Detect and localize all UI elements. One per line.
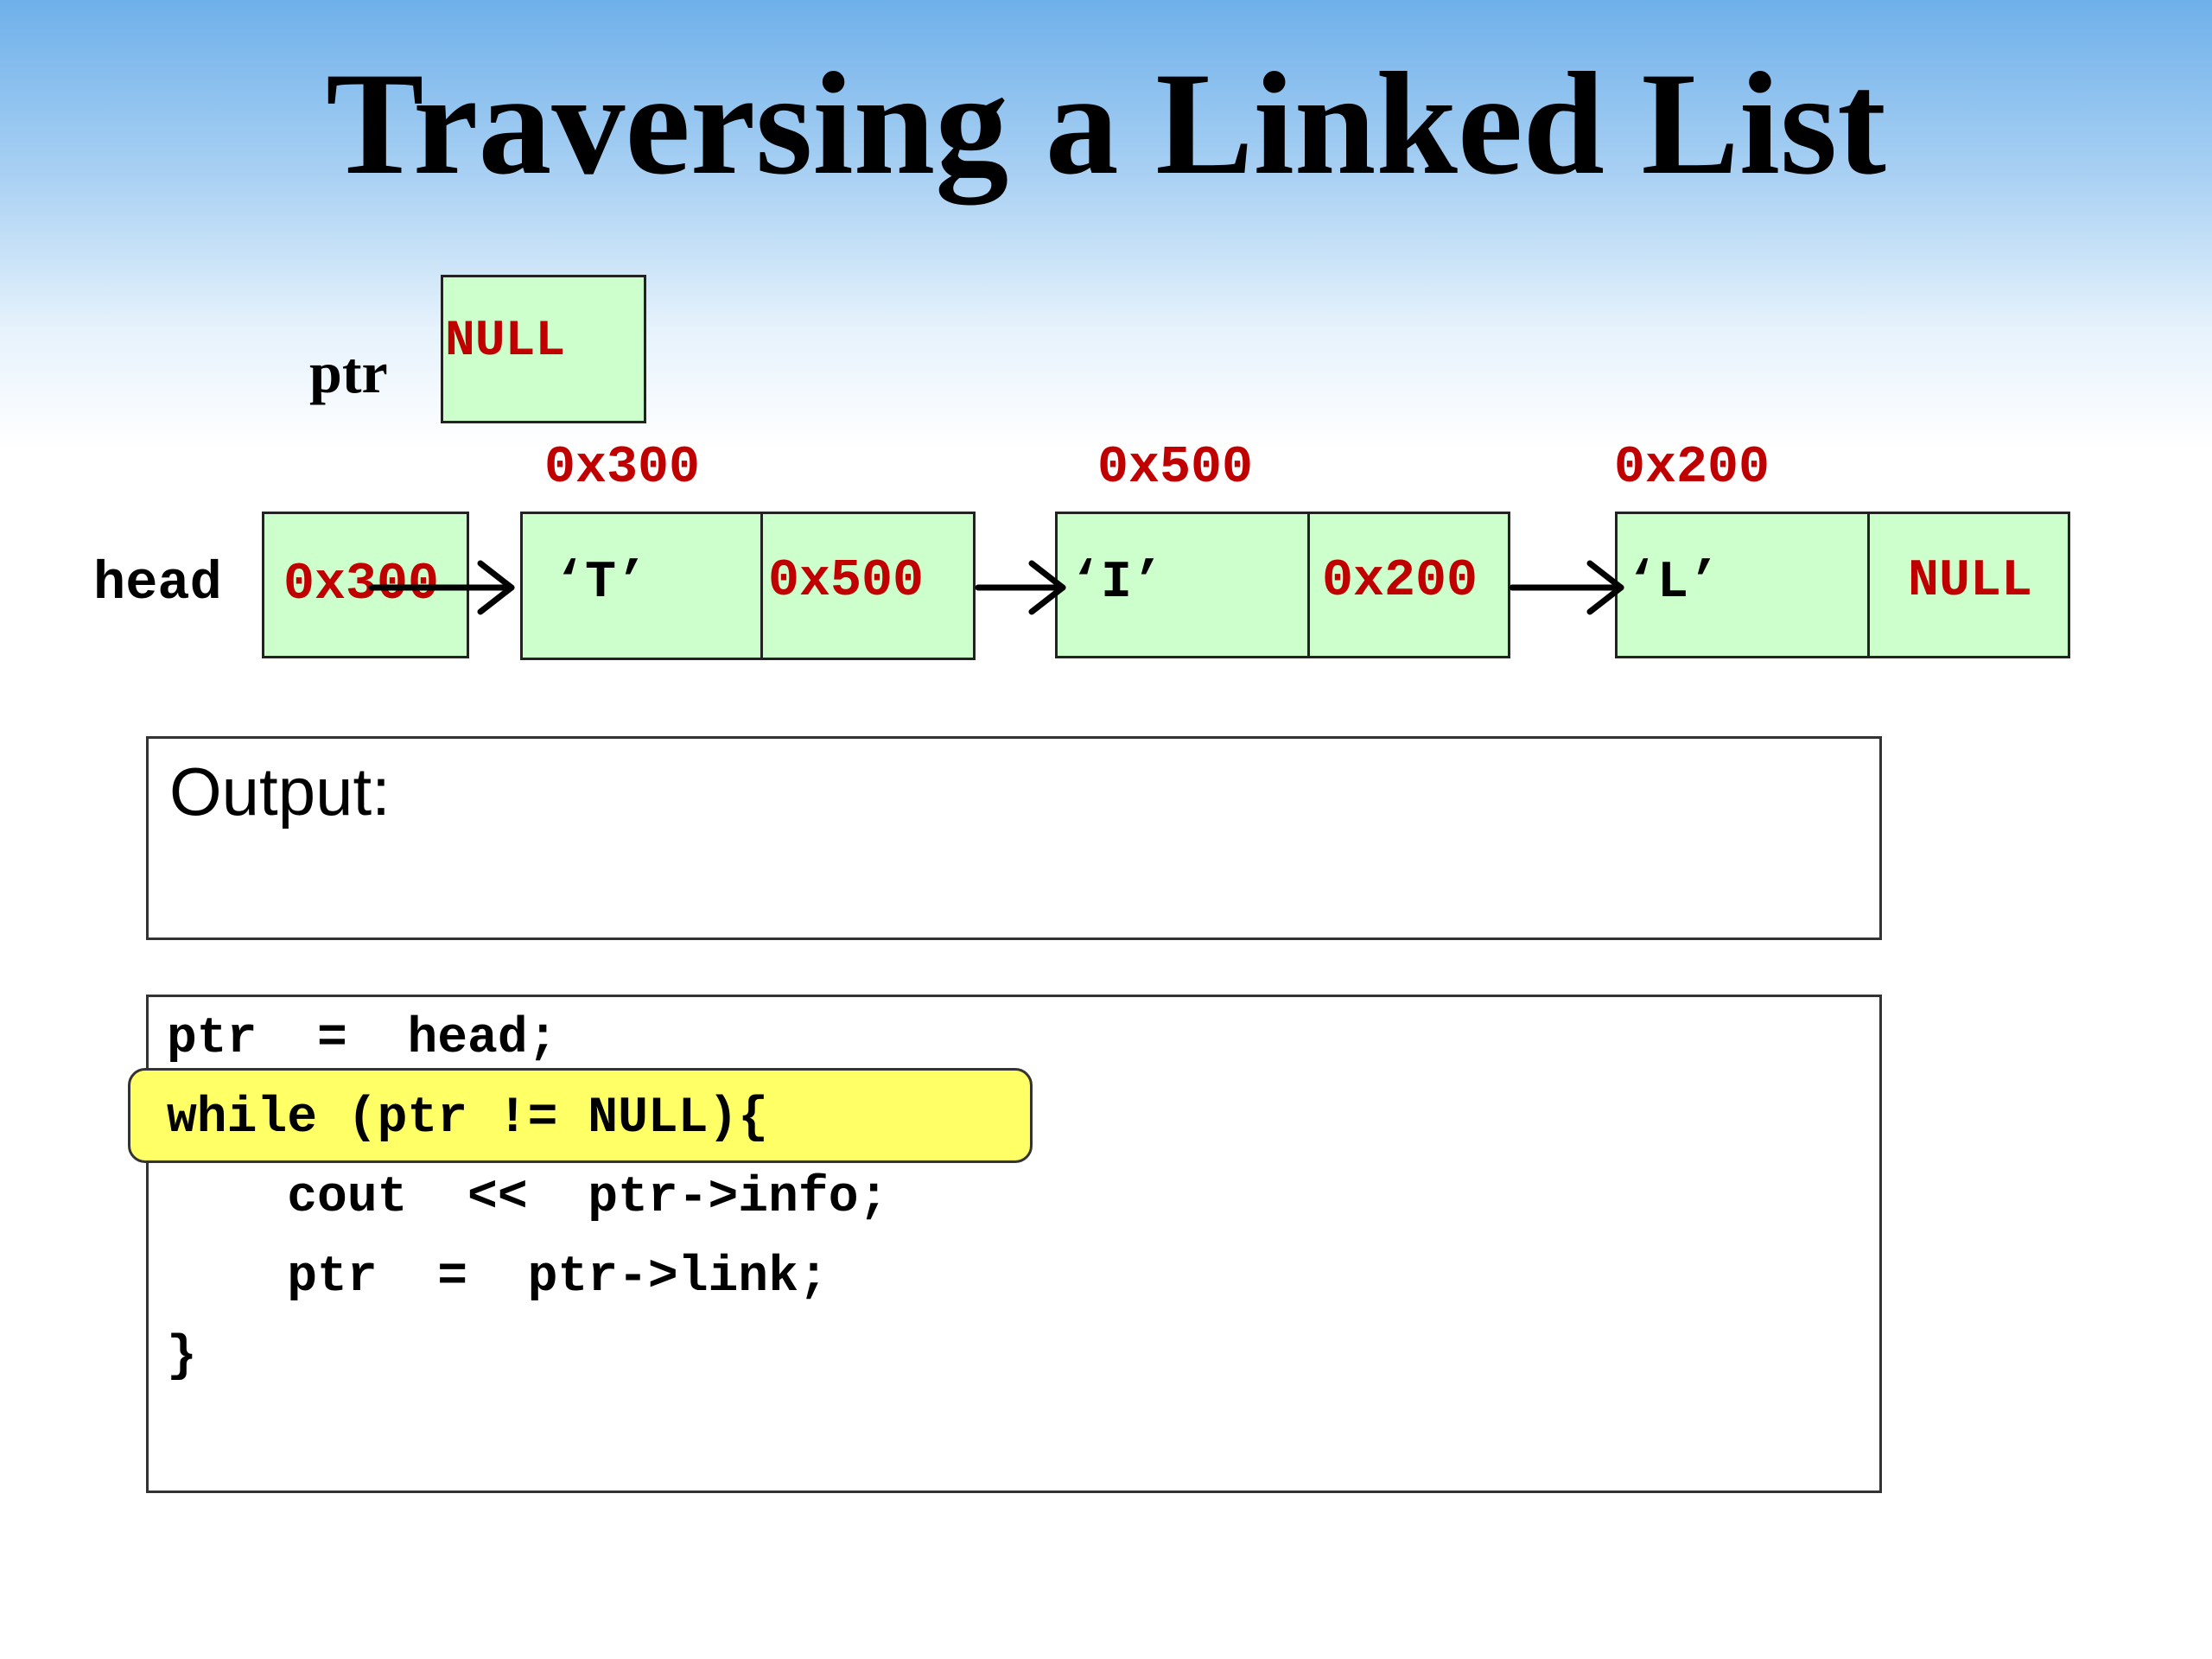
node-divider	[1307, 514, 1310, 658]
node-info: ‘T’	[554, 554, 648, 613]
list-node: ‘T’ 0x500	[520, 512, 976, 660]
code-line: ptr = ptr->link;	[167, 1249, 829, 1306]
node-address-label: 0x500	[1097, 439, 1254, 498]
node-info: ‘L’	[1626, 554, 1720, 613]
arrow-node1-to-node2	[975, 560, 1066, 615]
node-address-label: 0x300	[544, 439, 701, 498]
node-info: ‘I’	[1070, 554, 1164, 613]
list-node: ‘L’ NULL	[1615, 512, 2070, 658]
list-node: ‘I’ 0x200	[1055, 512, 1510, 658]
ptr-label: ptr	[309, 340, 388, 405]
code-line: ptr = head;	[167, 1011, 558, 1067]
arrow-head-to-node1	[368, 560, 515, 615]
code-line: cout << ptr->info;	[167, 1170, 889, 1226]
node-address-label: 0x200	[1614, 439, 1770, 498]
node-divider	[760, 514, 763, 659]
node-link: 0x500	[768, 552, 925, 611]
output-label: Output:	[169, 753, 391, 830]
code-line: }	[167, 1329, 197, 1385]
ptr-box: NULL	[441, 275, 646, 423]
current-line-highlight	[128, 1068, 1033, 1163]
ptr-value: NULL	[445, 314, 566, 370]
node-link: 0x200	[1322, 552, 1478, 611]
node-divider	[1867, 514, 1870, 658]
node-link: NULL	[1908, 552, 2033, 611]
arrow-node2-to-node3	[1509, 560, 1624, 615]
head-label: head	[93, 553, 222, 614]
output-panel: Output:	[146, 736, 1882, 940]
slide-title: Traversing a Linked List	[326, 42, 1886, 205]
code-line: while (ptr != NULL){	[167, 1090, 769, 1147]
